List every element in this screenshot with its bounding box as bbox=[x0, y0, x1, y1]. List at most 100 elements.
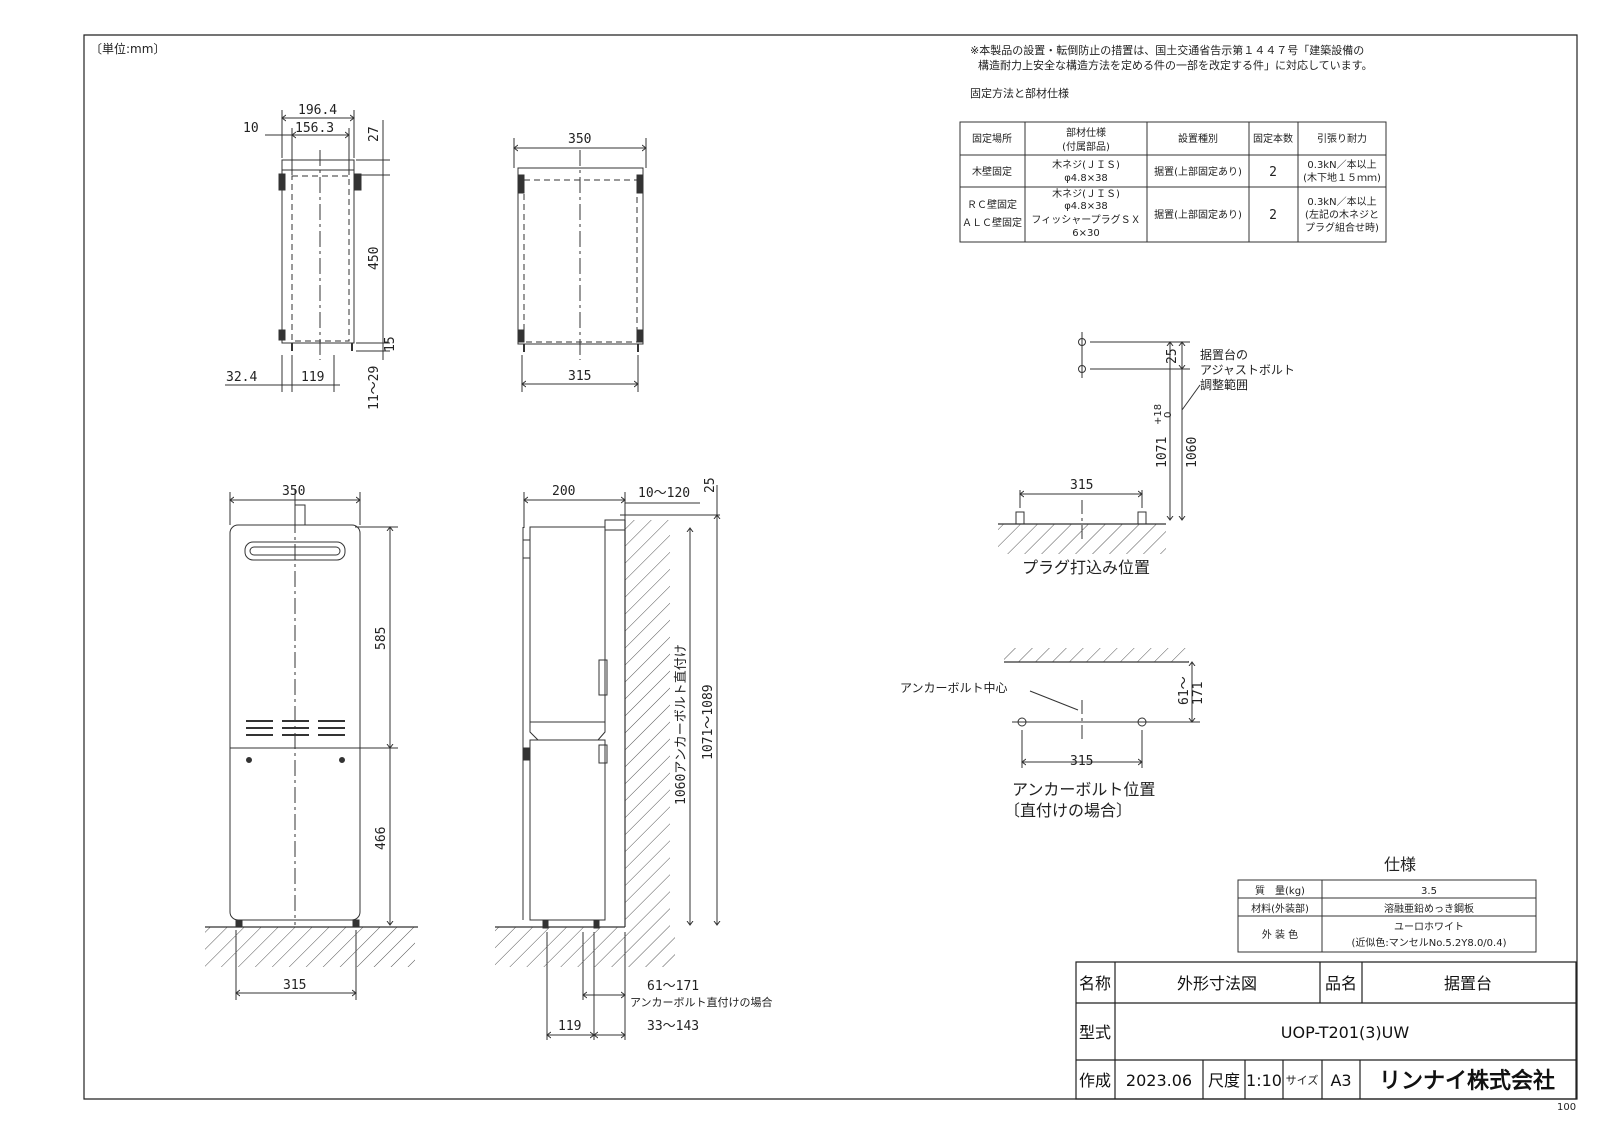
floor-hatch-front bbox=[205, 927, 415, 967]
r1-force1: 0.3kN／本以上 bbox=[1307, 158, 1376, 171]
spec-value-material: 溶融亜鉛めっき鋼板 bbox=[1384, 902, 1474, 915]
r1-type: 据置(上部固定あり) bbox=[1154, 165, 1242, 178]
dim-25-side: 25 bbox=[703, 477, 718, 493]
dim-585: 585 bbox=[374, 627, 389, 650]
anchor-ceiling-hatch bbox=[1004, 648, 1189, 662]
r2-spec4: 6×30 bbox=[1072, 228, 1099, 239]
sheet-frame bbox=[84, 35, 1577, 1099]
top-side-view bbox=[225, 110, 390, 392]
plug-detail-title: プラグ打込み位置 bbox=[1022, 558, 1150, 577]
r1-force2: (木下地１５ｍｍ) bbox=[1303, 171, 1381, 184]
front-elevation bbox=[230, 490, 398, 1000]
anchor-title-2: 〔直付けの場合〕 bbox=[1004, 801, 1132, 820]
floor-hatch-side bbox=[495, 927, 675, 967]
top-front-view bbox=[514, 138, 646, 392]
plug-note-2: アジャストボルト bbox=[1200, 363, 1295, 377]
anchor-title-1: アンカーボルト位置 bbox=[1012, 780, 1155, 799]
dim-1060-anchor: 1060アンカーボルト直付け bbox=[674, 644, 689, 805]
page-number: 100 bbox=[1557, 1102, 1576, 1113]
th-spec-sub: (付属部品) bbox=[1062, 140, 1110, 153]
dim-450: 450 bbox=[367, 247, 382, 270]
dim-61-171-side: 61～171 bbox=[647, 979, 699, 994]
anchor-dim-171: 171 bbox=[1191, 682, 1206, 705]
dim-119-side: 119 bbox=[558, 1019, 581, 1034]
plug-dim-1071: 1071 bbox=[1155, 437, 1170, 468]
dim-27: 27 bbox=[367, 126, 382, 142]
dim-350-top: 350 bbox=[568, 132, 591, 147]
dim-1071-1089: 1071～1089 bbox=[701, 684, 716, 760]
note-line-1: ※本製品の設置・転倒防止の措置は、国土交通省告示第１４４７号「建築設備の bbox=[970, 43, 1364, 57]
dim-200: 200 bbox=[552, 484, 575, 499]
plug-note-1: 据置台の bbox=[1200, 347, 1248, 362]
spec-label-weight: 質 量(kg) bbox=[1255, 884, 1305, 897]
title-block bbox=[1076, 962, 1576, 1099]
r2-force1: 0.3kN／本以上 bbox=[1307, 195, 1376, 208]
dim-156-3: 156.3 bbox=[295, 121, 334, 136]
th-force: 引張り耐力 bbox=[1317, 132, 1367, 145]
r2-place1: ＲＣ壁固定 bbox=[967, 198, 1017, 211]
tb-made-label: 作成 bbox=[1079, 1071, 1111, 1090]
dim-15: 15 bbox=[383, 336, 398, 352]
plug-detail bbox=[1016, 332, 1200, 540]
r2-force3: プラグ組合せ時) bbox=[1305, 221, 1379, 234]
plug-dim-315: 315 bbox=[1070, 478, 1093, 493]
dim-466: 466 bbox=[374, 827, 389, 850]
spec-label-material: 材料(外装部) bbox=[1251, 902, 1309, 915]
tb-model-value: UOP-T201(3)UW bbox=[1281, 1023, 1410, 1042]
th-type: 設置種別 bbox=[1178, 132, 1218, 145]
r2-count: 2 bbox=[1269, 208, 1277, 223]
plug-note-3: 調整範囲 bbox=[1200, 377, 1248, 392]
anchor-dim-315: 315 bbox=[1070, 754, 1093, 769]
r2-spec1: 木ネジ(ＪＩＳ) bbox=[1052, 188, 1120, 200]
plug-floor-hatch bbox=[998, 524, 1166, 554]
r1-count: 2 bbox=[1269, 165, 1277, 180]
tb-scale-value: 1:10 bbox=[1246, 1071, 1282, 1090]
dim-32-4: 32.4 bbox=[226, 370, 257, 385]
wall-hatch bbox=[625, 520, 670, 927]
tb-product-value: 据置台 bbox=[1444, 974, 1492, 993]
r1-spec1: 木ネジ(ＪＩＳ) bbox=[1052, 159, 1120, 171]
tb-size-value: A3 bbox=[1330, 1071, 1351, 1090]
r2-spec3: フィッシャープラグＳＸ bbox=[1031, 213, 1140, 226]
r1-spec2: φ4.8×38 bbox=[1064, 173, 1108, 184]
r1-place: 木壁固定 bbox=[972, 165, 1012, 178]
tb-size-label: サイズ bbox=[1286, 1073, 1319, 1087]
dim-350-front: 350 bbox=[282, 484, 305, 499]
anchor-dim-61: 61～ bbox=[1177, 676, 1192, 705]
plug-dim-tol-minus: 0 bbox=[1163, 412, 1174, 418]
tb-scale-label: 尺度 bbox=[1208, 1071, 1240, 1090]
r2-type: 据置(上部固定あり) bbox=[1154, 208, 1242, 221]
anchor-center-label: アンカーボルト中心 bbox=[900, 680, 1008, 695]
spec-value-color-2: (近似色:マンセルNo.5.2Y8.0/0.4) bbox=[1352, 936, 1507, 949]
note-line-2: 構造耐力上安全な構造方法を定める件の一部を改定する件」に対応しています。 bbox=[978, 58, 1373, 72]
spec-value-color-1: ユーロホワイト bbox=[1394, 921, 1464, 933]
unit-label: 〔単位:mm〕 bbox=[90, 41, 165, 56]
plug-dim-25: 25 bbox=[1165, 348, 1180, 364]
plug-dim-tol-plus: +18 bbox=[1153, 404, 1164, 425]
th-place: 固定場所 bbox=[972, 132, 1012, 145]
dim-315-top: 315 bbox=[568, 369, 591, 384]
tb-product-label: 品名 bbox=[1325, 974, 1357, 993]
tb-name-label: 名称 bbox=[1079, 974, 1111, 993]
anchor-direct-note: アンカーボルト直付けの場合 bbox=[630, 995, 773, 1009]
company-logo: リンナイ株式会社 bbox=[1379, 1068, 1555, 1094]
th-count: 固定本数 bbox=[1253, 132, 1293, 145]
dim-33-143: 33～143 bbox=[647, 1019, 699, 1034]
r2-spec2: φ4.8×38 bbox=[1064, 201, 1108, 212]
plug-dim-1060: 1060 bbox=[1185, 437, 1200, 468]
tb-model-label: 型式 bbox=[1079, 1023, 1111, 1042]
fixing-table bbox=[960, 122, 1386, 242]
spec-table bbox=[1238, 880, 1536, 952]
dim-10-120: 10～120 bbox=[638, 486, 690, 501]
th-spec: 部材仕様 bbox=[1066, 126, 1106, 139]
dim-196-4: 196.4 bbox=[298, 103, 337, 118]
spec-label-color: 外 装 色 bbox=[1262, 928, 1298, 941]
dim-10: 10 bbox=[243, 121, 259, 136]
tb-made-value: 2023.06 bbox=[1126, 1071, 1192, 1090]
dim-119-top: 119 bbox=[301, 370, 324, 385]
r2-force2: (左記の木ネジと bbox=[1305, 208, 1379, 221]
dim-11-29: 11～29 bbox=[367, 366, 382, 410]
r2-place2: ＡＬＣ壁固定 bbox=[962, 216, 1022, 229]
fixing-method-title: 固定方法と部材仕様 bbox=[970, 86, 1069, 100]
